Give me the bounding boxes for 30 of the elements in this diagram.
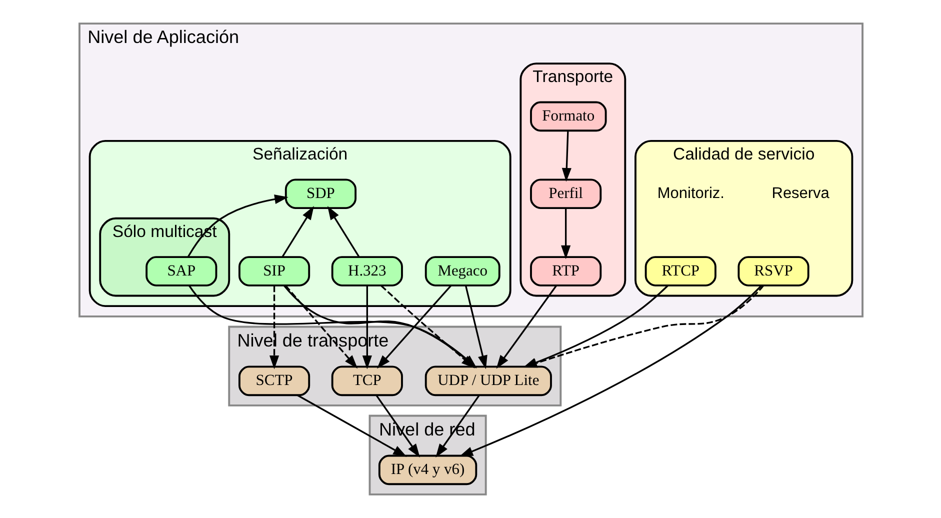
arrow <box>435 394 480 458</box>
node-box: SCTP <box>238 366 310 396</box>
node-box: H.323 <box>330 256 402 286</box>
node-box: IP (v4 y v6) <box>378 454 477 486</box>
node-box: RTCP <box>644 256 716 286</box>
arrow <box>560 208 570 260</box>
node-box: SAP <box>145 256 217 286</box>
label: Monitoriz. <box>656 184 724 202</box>
arrow <box>458 285 762 457</box>
node-box: RTP <box>530 256 602 286</box>
arrow <box>561 130 571 182</box>
arrow <box>281 206 314 258</box>
node-box: Megaco <box>424 256 500 286</box>
node-box: SDP <box>284 178 356 210</box>
node-box: SIP <box>238 256 310 286</box>
node-box: Formato <box>530 101 606 132</box>
node-box: UDP / UDP Lite <box>424 366 552 396</box>
node-box: Perfil <box>530 178 602 210</box>
arrow <box>376 285 452 369</box>
arrow <box>464 285 487 370</box>
arrow <box>380 285 475 368</box>
node-box: TCP <box>330 366 402 396</box>
arrow <box>186 194 288 258</box>
arrow <box>268 286 279 370</box>
node-box: RSVP <box>737 256 809 286</box>
arrow <box>375 394 420 458</box>
label: Reserva <box>771 184 829 202</box>
arrow <box>296 394 406 457</box>
arrow <box>326 206 360 258</box>
arrow <box>362 286 372 370</box>
